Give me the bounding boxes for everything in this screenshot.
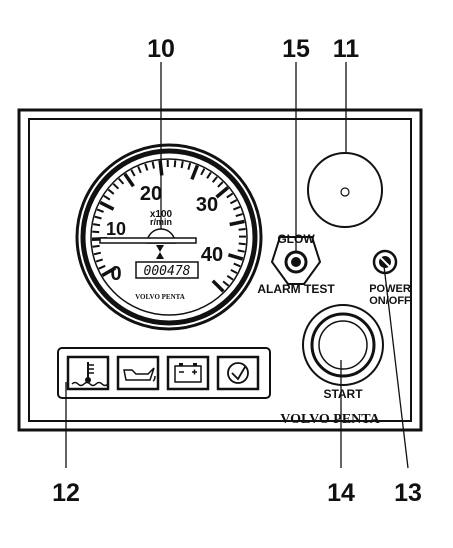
minor-tick (200, 168, 206, 176)
minor-tick (94, 215, 102, 220)
minor-tick (233, 262, 241, 268)
minor-tick (144, 163, 149, 171)
sail-drive-warning-icon (216, 355, 260, 391)
minor-tick (230, 269, 238, 274)
minor-tick (211, 176, 218, 183)
major-tick (101, 266, 117, 278)
minor-tick (92, 244, 100, 248)
start-button: START (302, 304, 384, 401)
tachometer-bezel-ring (80, 148, 258, 326)
minor-tick (235, 213, 243, 218)
minor-tick (95, 258, 104, 263)
major-tick (211, 279, 225, 293)
minor-tick (130, 169, 136, 177)
callout-alarm-test: 15 (282, 35, 310, 63)
blank-plug-dot (340, 187, 350, 197)
start-button-cap (318, 320, 368, 370)
needle (99, 237, 197, 244)
tachometer-brand: VOLVO PENTA (135, 293, 185, 301)
oil-pressure-icon (116, 355, 160, 391)
scale-label-30: 30 (196, 194, 218, 216)
major-tick (99, 200, 115, 211)
minor-tick (217, 181, 224, 188)
alarm-test-label: ALARM TEST (257, 282, 335, 296)
alarm-test-button-center (291, 257, 301, 267)
callout-start-button: 14 (327, 479, 355, 507)
power-switch-slot (378, 255, 392, 269)
minor-tick (229, 199, 238, 205)
minor-tick (226, 274, 234, 281)
power-label-line1: POWER (369, 283, 411, 295)
minor-tick (206, 171, 212, 179)
hour-counter-box (135, 261, 199, 279)
minor-tick (92, 223, 101, 227)
power-label-line2: ON/OFF (369, 295, 411, 307)
battery-charging-icon (166, 355, 210, 391)
coolant-temperature-icon (66, 355, 110, 391)
blank-plug (307, 152, 383, 228)
minor-tick (92, 230, 100, 234)
scale-label-40: 40 (201, 244, 223, 266)
panel-brand: VOLVO PENTA (280, 412, 380, 427)
major-tick (190, 164, 200, 181)
minor-tick (137, 166, 142, 174)
minor-tick (173, 160, 177, 168)
minor-tick (151, 161, 155, 169)
minor-tick (98, 264, 106, 270)
scale-label-20: 20 (140, 183, 162, 205)
minor-tick (237, 249, 245, 253)
start-label: START (323, 387, 363, 401)
callout-power-switch: 13 (394, 479, 422, 507)
minor-tick (96, 208, 104, 213)
minor-tick (93, 251, 102, 256)
minor-tick (238, 242, 246, 246)
major-tick (215, 186, 230, 199)
minor-tick (222, 280, 230, 287)
minor-tick (107, 188, 115, 195)
minor-tick (238, 228, 246, 231)
scale-label-0: 0 (110, 263, 121, 285)
scale-label-10: 10 (106, 219, 126, 239)
leader-lines (65, 62, 409, 469)
minor-tick (112, 183, 120, 190)
minor-tick (180, 161, 184, 169)
callout-blank-plug: 11 (333, 35, 360, 63)
leader-line-13 (383, 265, 409, 469)
minor-tick (233, 205, 241, 211)
tachometer: 0 10 20 30 40 x100 r/min 000478 VOLVO PE… (75, 143, 263, 331)
minor-tick (103, 194, 111, 201)
callout-tachometer: 10 (147, 35, 175, 63)
major-tick (123, 172, 135, 188)
minor-tick (118, 177, 125, 185)
needle-pointer-icon (156, 245, 164, 259)
minor-tick (187, 162, 192, 170)
hour-counter: 000478 (144, 264, 191, 279)
major-tick (229, 219, 245, 227)
warning-lamp-panel (57, 347, 271, 399)
power-switch: POWER ON/OFF (369, 249, 411, 307)
major-tick (227, 253, 244, 261)
minor-tick (226, 192, 234, 199)
callout-warning-lamps: 12 (52, 479, 80, 507)
